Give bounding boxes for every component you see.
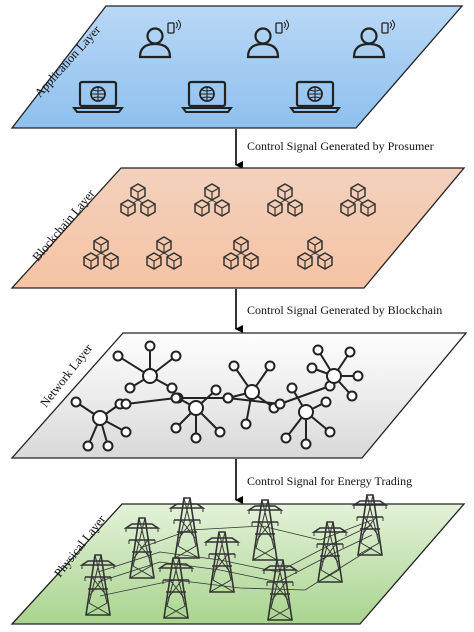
control-signal-label: Control Signal Generated by Prosumer	[247, 139, 434, 153]
physical-layer: Physical Layer	[10, 494, 466, 625]
control-signal-label: Control Signal for Energy Trading	[247, 474, 412, 488]
application-layer-plane	[10, 5, 464, 129]
blockchain-layer-plane	[10, 167, 466, 289]
network-node-icon	[70, 340, 364, 452]
control-signal-label: Control Signal Generated by Blockchain	[247, 303, 442, 317]
network-layer: Network Layer	[10, 332, 468, 459]
application-layer: Application Layer	[10, 5, 464, 129]
control-signal-arrow: Control Signal Generated by Prosumer	[235, 129, 434, 169]
blockchain-layer: Blockchain Layer	[10, 167, 466, 289]
control-signal-arrow: Control Signal for Energy Trading	[235, 459, 412, 504]
control-signal-arrow: Control Signal Generated by Blockchain	[235, 289, 442, 333]
